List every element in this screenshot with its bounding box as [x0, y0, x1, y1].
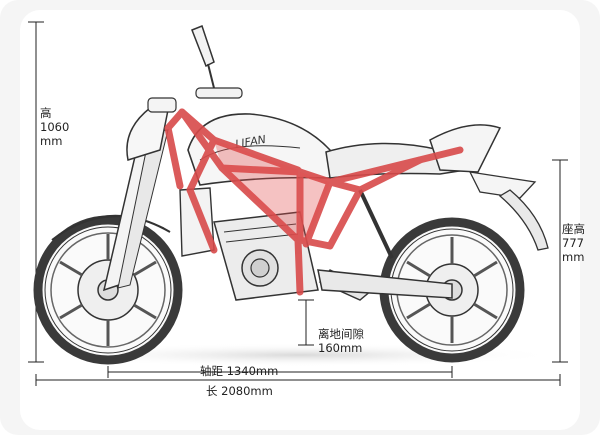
tail-light: [468, 171, 537, 199]
mirror: [191, 25, 243, 99]
tank-brand-logo: LIFAN: [234, 133, 267, 151]
wheelbase-label: 轴距 1340mm: [200, 364, 279, 378]
frame-fill: [214, 140, 330, 244]
trellis-frame: [164, 108, 464, 296]
tail-section: [429, 124, 549, 251]
height-value: 1060: [40, 120, 70, 134]
ground-clearance-caption: 离地间隙: [318, 327, 364, 341]
seat-height-label: 座高 777 mm: [562, 222, 585, 264]
height-label: 高 1060 mm: [40, 106, 69, 148]
height-unit: mm: [40, 134, 63, 148]
handlebar: [195, 87, 243, 99]
ground-clearance-value: 160mm: [318, 341, 363, 355]
seat-height-value: 777: [562, 236, 584, 250]
length-label: 长 2080mm: [206, 384, 273, 398]
ground-clearance-label: 离地间隙 160mm: [318, 327, 364, 355]
swingarm: [317, 269, 453, 299]
seat-height-caption: 座高: [562, 222, 585, 236]
height-caption: 高: [40, 106, 52, 120]
rear-hugger: [498, 189, 549, 251]
front-fork: [102, 97, 177, 292]
rear-shock: [358, 189, 394, 259]
seat-height-unit: mm: [562, 250, 585, 264]
